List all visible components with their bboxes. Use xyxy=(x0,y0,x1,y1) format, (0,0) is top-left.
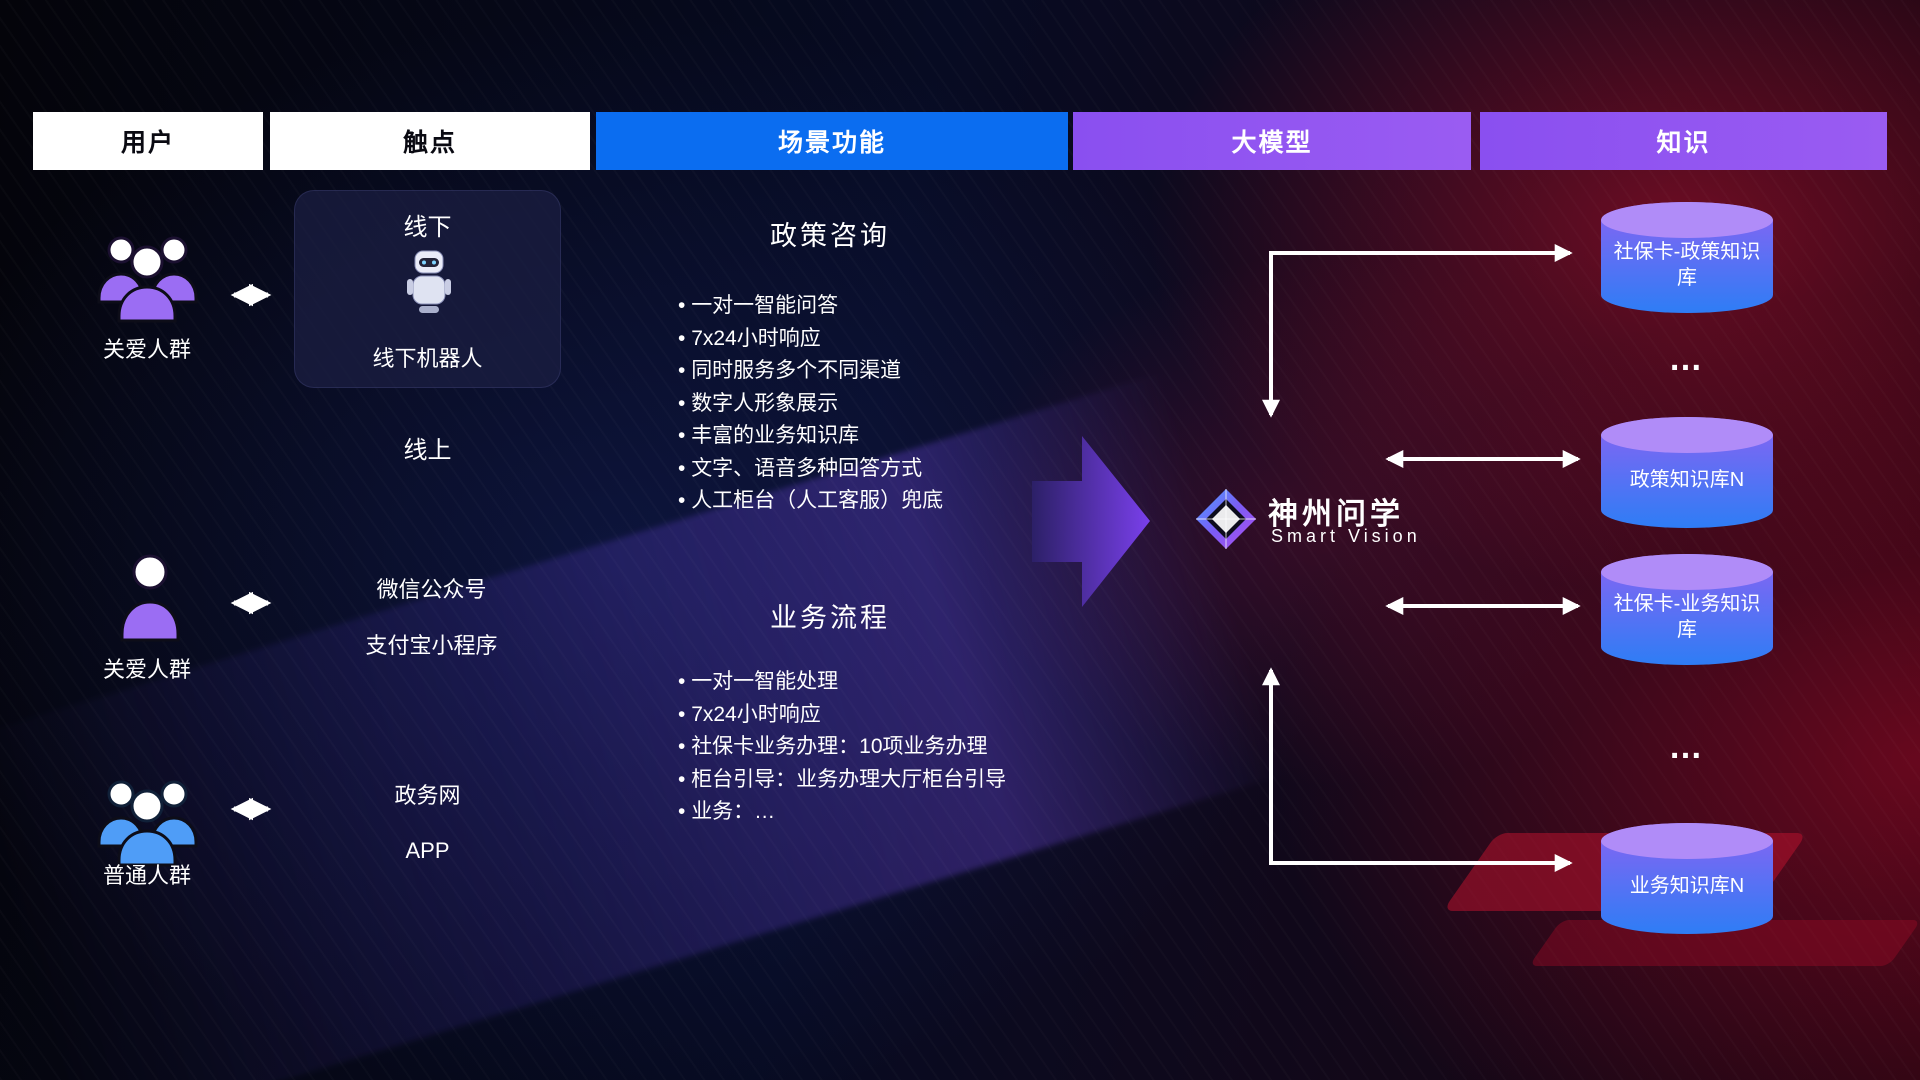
elbow-arrow-bottom xyxy=(1262,667,1573,872)
channel-gov-web: 政务网 xyxy=(394,783,461,808)
list-item: 7x24小时响应 xyxy=(678,323,943,356)
big-right-arrow-icon xyxy=(1032,431,1154,617)
column-header-large-model: 大模型 xyxy=(1073,112,1471,170)
offline-touchpoint-card: 线下 线下机器人 xyxy=(294,190,561,388)
offline-robot-label: 线下机器人 xyxy=(372,346,483,371)
column-header-touchpoints: 触点 xyxy=(270,112,590,170)
knowledge-db-label: 政策知识库N xyxy=(1629,469,1745,491)
robot-icon xyxy=(406,249,452,320)
model-name: 神州问学 xyxy=(1268,498,1404,531)
elbow-arrow-top xyxy=(1262,244,1573,418)
scenario-title-policy-consult: 政策咨询 xyxy=(770,221,890,251)
knowledge-db-label: 业务知识库N xyxy=(1629,875,1745,897)
ellipsis-indicator: … xyxy=(1668,340,1706,378)
bidirectional-arrow-icon xyxy=(222,590,280,621)
list-item: 同时服务多个不同渠道 xyxy=(678,355,943,388)
bidirectional-arrow-icon xyxy=(222,796,280,827)
list-item: 文字、语音多种回答方式 xyxy=(678,453,943,486)
list-item: 丰富的业务知识库 xyxy=(678,420,943,453)
column-header-scenario-functions: 场景功能 xyxy=(596,112,1068,170)
list-item: 社保卡业务办理：10项业务办理 xyxy=(678,731,1006,764)
user-group-label-1: 关爱人群 xyxy=(102,337,191,362)
scenario-title-business-process: 业务流程 xyxy=(770,603,890,633)
model-knowledge-connectors xyxy=(1240,230,1600,895)
knowledge-db-policy-n: 政策知识库N xyxy=(1601,417,1773,529)
column-header-users: 用户 xyxy=(33,112,263,170)
knowledge-db-business-n: 业务知识库N xyxy=(1601,823,1773,935)
list-item: 柜台引导：业务办理大厅柜台引导 xyxy=(678,764,1006,797)
channel-wechat: 微信公众号 xyxy=(376,577,487,602)
knowledge-db-label: 社保卡-政策知识库 xyxy=(1613,241,1761,289)
list-item: 数字人形象展示 xyxy=(678,388,943,421)
channel-app: APP xyxy=(405,838,450,863)
business-process-feature-list: 一对一智能处理 7x24小时响应 社保卡业务办理：10项业务办理 柜台引导：业务… xyxy=(678,666,1006,829)
user-group-label-2: 关爱人群 xyxy=(102,657,191,682)
single-person-purple-icon xyxy=(115,548,185,649)
online-title: 线上 xyxy=(403,437,452,464)
policy-consult-feature-list: 一对一智能问答 7x24小时响应 同时服务多个不同渠道 数字人形象展示 丰富的业… xyxy=(678,290,943,518)
list-item: 一对一智能问答 xyxy=(678,290,943,323)
smart-vision-logo-icon xyxy=(1194,487,1258,556)
list-item: 7x24小时响应 xyxy=(678,699,1006,732)
list-item: 人工柜台（人工客服）兜底 xyxy=(678,485,943,518)
model-subtitle: Smart Vision xyxy=(1271,526,1421,546)
list-item: 业务：… xyxy=(678,796,1006,829)
list-item: 一对一智能处理 xyxy=(678,666,1006,699)
ellipsis-indicator: … xyxy=(1668,728,1706,766)
group-people-blue-icon xyxy=(85,762,210,872)
channel-alipay: 支付宝小程序 xyxy=(365,633,498,658)
group-people-purple-icon xyxy=(85,218,210,328)
knowledge-db-business-social-card: 社保卡-业务知识库 xyxy=(1601,554,1773,666)
bidirectional-arrow-icon xyxy=(222,282,280,313)
knowledge-db-label: 社保卡-业务知识库 xyxy=(1613,593,1761,641)
knowledge-db-policy-social-card: 社保卡-政策知识库 xyxy=(1601,202,1773,314)
user-group-label-3: 普通人群 xyxy=(102,863,191,888)
offline-title: 线下 xyxy=(403,214,452,241)
column-header-knowledge: 知识 xyxy=(1480,112,1887,170)
